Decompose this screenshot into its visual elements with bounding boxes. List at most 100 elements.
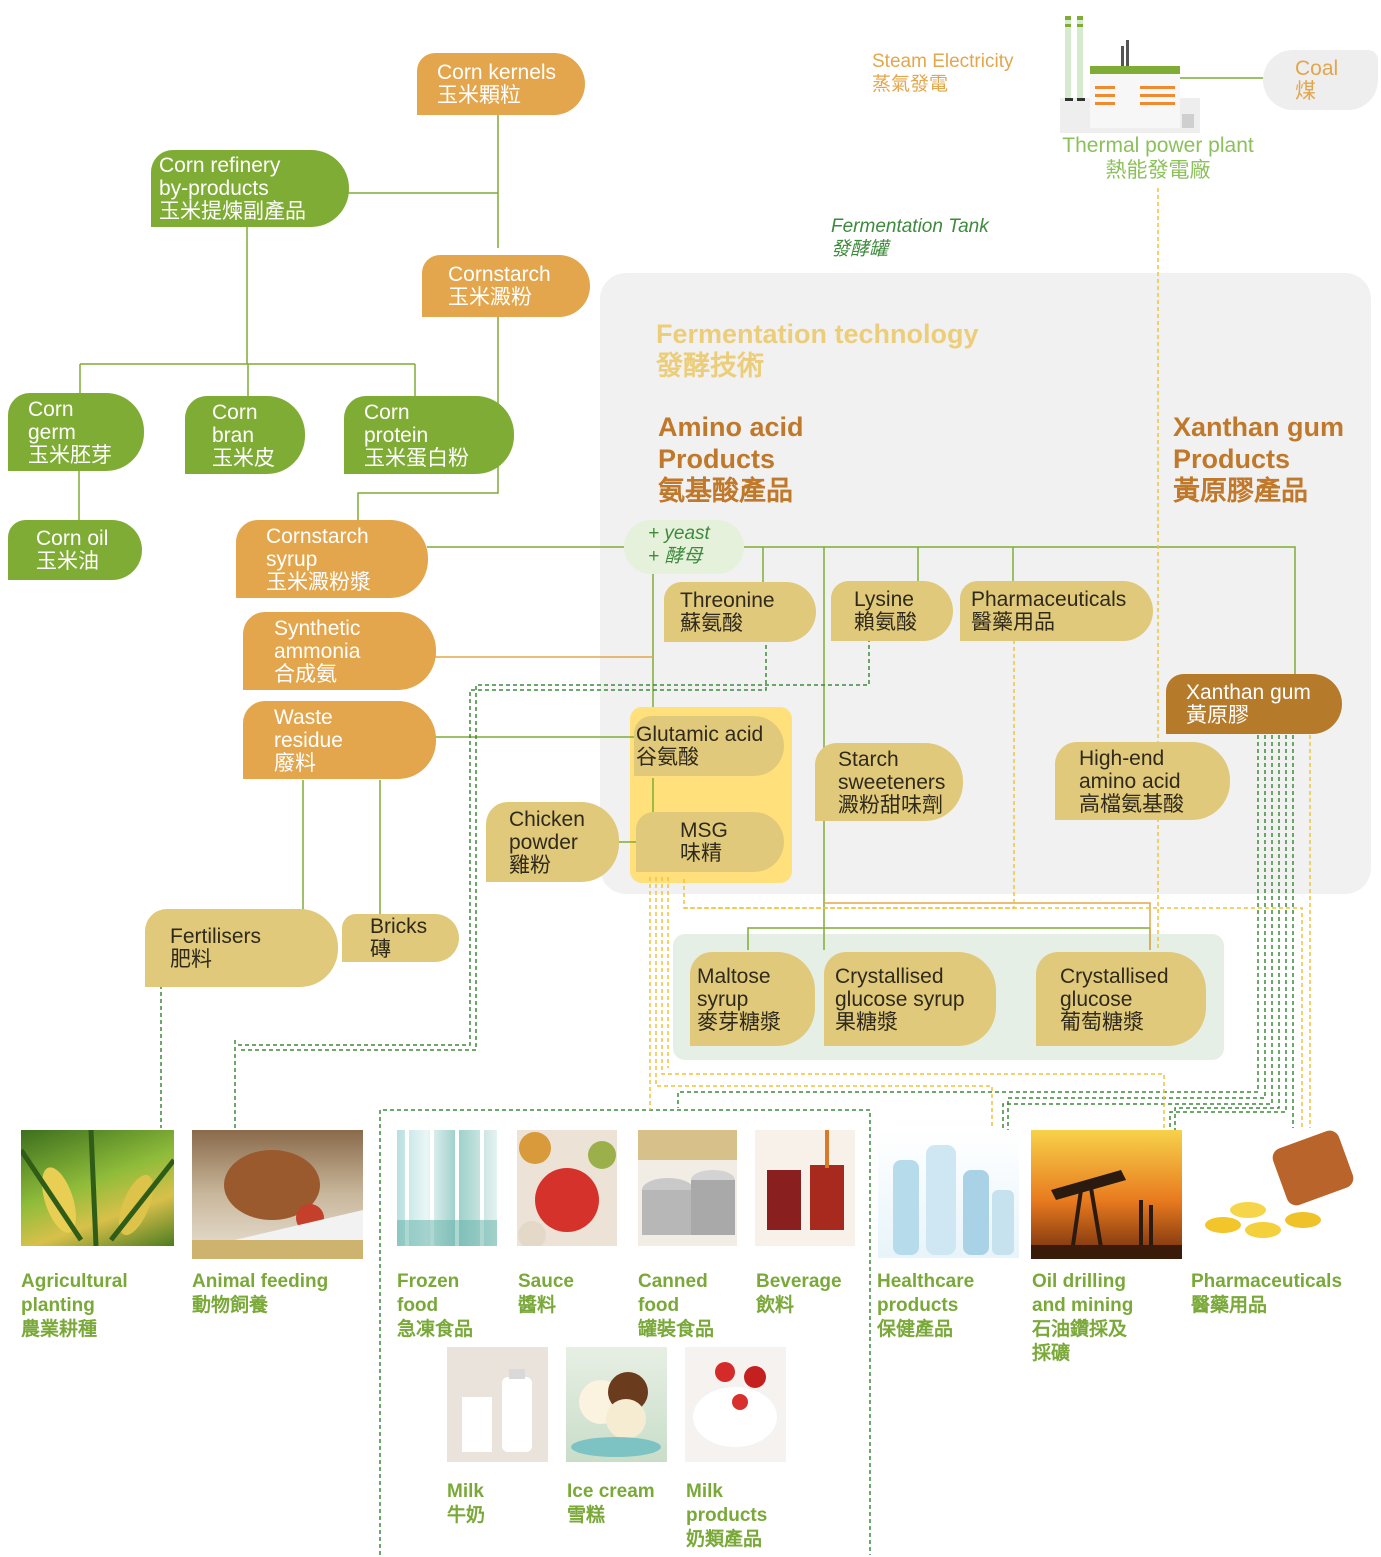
node-line: Lysine [854, 588, 914, 611]
caption-line: Pharmaceuticals [1191, 1271, 1343, 1292]
corn-bran-node: Corn bran 玉米皮 [185, 396, 305, 474]
coal-node: Coal 煤 [1263, 50, 1378, 110]
xanthan-en1: Xanthan gum [1173, 412, 1345, 442]
node-line: 廢料 [274, 751, 316, 775]
cans-icon [638, 1130, 737, 1246]
freezer-icon [397, 1130, 497, 1246]
threonine-node: Threonine 蘇氨酸 [664, 582, 816, 642]
caption-line: Sauce [518, 1271, 574, 1292]
caption-line: 保健產品 [877, 1319, 954, 1340]
node-line: 賴氨酸 [854, 611, 917, 634]
corn-oil-node: Corn oil 玉米油 [8, 520, 142, 580]
fermentation-title: Fermentation technology 發酵技術 [656, 318, 979, 382]
xanthan-zh: 黃原膠產品 [1173, 476, 1308, 506]
caption-oil-drilling: Oil drilling and mining 石油鑽採及 採礦 [1032, 1270, 1133, 1366]
caption-line: 奶類產品 [686, 1529, 763, 1550]
caption-line: 罐裝食品 [638, 1319, 715, 1340]
chicken-powder-node: Chicken powder 雞粉 [486, 802, 619, 882]
yogurt-icon [685, 1347, 786, 1462]
yeast-zh: + 酵母 [648, 546, 703, 567]
milk-bottle-icon [447, 1347, 548, 1462]
starch-sweeteners-node: Starch sweeteners 澱粉甜味劑 [815, 743, 963, 821]
pills-icon [1193, 1130, 1361, 1244]
amino-en2: Products [658, 444, 776, 474]
caption-line: 急凍食品 [397, 1319, 474, 1340]
node-line: 玉米胚芽 [28, 443, 112, 467]
node-line: protein [364, 423, 429, 447]
caption-animal-feeding: Animal feeding 動物飼養 [192, 1270, 328, 1318]
drink-glass-icon [755, 1130, 855, 1246]
synthetic-ammonia-node: Synthetic ammonia 合成氨 [243, 612, 436, 690]
node-line: 雞粉 [509, 853, 551, 877]
node-line: 玉米皮 [212, 446, 275, 470]
xanthan-en2: Products [1173, 444, 1291, 474]
node-line: 醫藥用品 [971, 611, 1055, 634]
caption-line: food [397, 1295, 439, 1316]
glutamic-acid-node: Glutamic acid 谷氨酸 [634, 716, 784, 776]
bricks-node: Bricks 磚 [342, 914, 459, 962]
steam-en: Steam Electricity [872, 51, 1014, 72]
pharmaceuticals-node: Pharmaceuticals 醫藥用品 [960, 581, 1153, 641]
caption-line: Beverage [756, 1271, 842, 1292]
node-line: Pharmaceuticals [971, 588, 1127, 611]
caption-line: products [686, 1505, 768, 1526]
node-line: Cornstarch [448, 263, 551, 286]
node-line: 肥料 [170, 948, 212, 971]
xanthan-gum-products-title: Xanthan gum Products 黃原膠產品 [1173, 411, 1344, 507]
node-line: 玉米蛋白粉 [364, 446, 469, 470]
node-line: Corn [212, 400, 258, 424]
caption-line: Oil drilling [1032, 1271, 1126, 1292]
caption-pharmaceuticals: Pharmaceuticals 醫藥用品 [1191, 1270, 1342, 1318]
node-line: Xanthan gum [1186, 681, 1311, 704]
node-line: Waste [274, 705, 333, 729]
caption-line: Healthcare [877, 1271, 975, 1292]
node-line: syrup [697, 987, 749, 1011]
node-line: 合成氨 [274, 662, 337, 686]
caption-line: 飲料 [756, 1295, 795, 1316]
node-line: 玉米提煉副產品 [159, 200, 306, 223]
node-line: 麥芽糖漿 [697, 1010, 781, 1034]
node-line: Crystallised [835, 964, 944, 988]
corn-refinery-node: Corn refinery by-products 玉米提煉副產品 [151, 150, 349, 227]
node-line: Cornstarch [266, 524, 369, 548]
node-line: Corn kernels [437, 61, 557, 84]
caption-frozen-food: Frozen food 急凍食品 [397, 1270, 473, 1342]
chicken-icon [192, 1130, 363, 1259]
tank-zh: 發酵罐 [831, 239, 889, 260]
fermentation-title-en: Fermentation technology [656, 319, 979, 349]
maltose-syrup-node: Maltose syrup 麥芽糖漿 [690, 952, 815, 1046]
corn-protein-node: Corn protein 玉米蛋白粉 [344, 396, 514, 474]
node-line: amino acid [1079, 769, 1181, 793]
caption-ice-cream: Ice cream 雪糕 [567, 1480, 655, 1528]
node-line: Threonine [680, 589, 775, 612]
caption-line: 牛奶 [447, 1505, 486, 1526]
caption-line: 醬料 [518, 1295, 557, 1316]
fertilisers-node: Fertilisers 肥料 [145, 909, 338, 987]
node-line: 磚 [370, 938, 391, 961]
caption-milk-products: Milk products 奶類產品 [686, 1480, 767, 1552]
high-end-amino-acid-node: High-end amino acid 高檔氨基酸 [1055, 742, 1230, 820]
node-line: 谷氨酸 [636, 746, 699, 769]
caption-line: Frozen [397, 1271, 460, 1292]
amino-en1: Amino acid [658, 412, 804, 442]
yeast-en: + yeast [648, 523, 710, 544]
node-line: 澱粉甜味劑 [838, 793, 943, 817]
caption-line: Ice cream [567, 1481, 655, 1502]
node-line: 玉米澱粉漿 [266, 570, 371, 594]
node-line: germ [28, 420, 76, 444]
crystallised-glucose-syrup-node: Crystallised glucose syrup 果糖漿 [824, 952, 996, 1046]
plant-zh: 熱能發電廠 [1105, 159, 1211, 182]
node-line: MSG [680, 819, 728, 842]
node-line: 葡萄糖漿 [1060, 1010, 1144, 1034]
node-line: ammonia [274, 639, 361, 663]
node-line: powder [509, 830, 578, 854]
bottles-icon [878, 1130, 1019, 1258]
node-line: 果糖漿 [835, 1010, 898, 1034]
coal-zh: 煤 [1295, 80, 1316, 103]
steam-electricity-label: Steam Electricity 蒸氣發電 [872, 50, 1013, 96]
fermentation-title-zh: 發酵技術 [656, 351, 764, 381]
node-line: Fertilisers [170, 925, 262, 948]
cornstarch-syrup-node: Cornstarch syrup 玉米澱粉漿 [236, 520, 428, 598]
node-line: Starch [838, 747, 899, 771]
corn-germ-node: Corn germ 玉米胚芽 [8, 393, 144, 471]
